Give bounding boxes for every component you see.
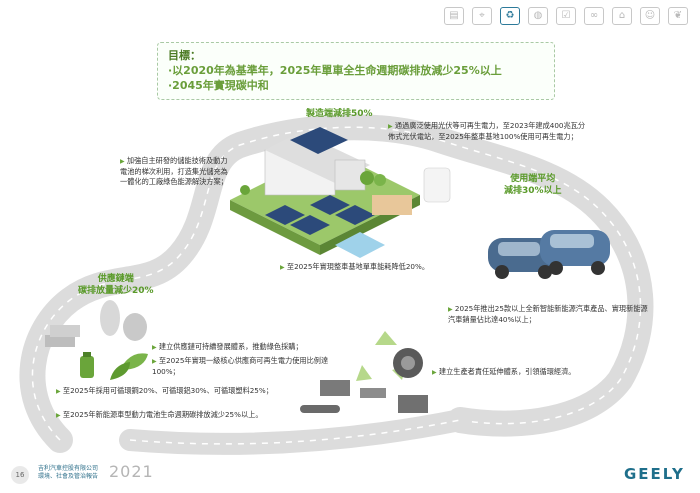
usage-title-line-2: 減排30%以上 xyxy=(504,186,562,196)
bullet-icon: ▶ xyxy=(432,369,437,376)
report-section-nav: ▤ ⌖ ♻ ◍ ☑ ∞ ⌂ ☺ ❦ xyxy=(444,7,688,25)
goal-box: 目標： ·以2020年為基準年，2025年單車全生命週期碳排放減少25%以上 ·… xyxy=(157,42,555,100)
manufacturing-note-3: ▶ 至2025年實現整車基地單車能耗降低20%。 xyxy=(280,262,480,273)
manufacturing-note-1: ▶ 通過廣泛使用光伏等可再生電力，至2023年建成400兆瓦分佈式光伏電站，至2… xyxy=(388,121,588,142)
building-icon[interactable]: ⌂ xyxy=(612,7,632,25)
manufacturing-note-3-text: 至2025年實現整車基地單車能耗降低20%。 xyxy=(286,262,430,271)
supply-note-1: ▶ 建立供應鏈可持續發展體系，推動綠色採購； xyxy=(152,342,352,353)
recycling-parts-illustration xyxy=(300,331,428,413)
brand-logo: GEELY xyxy=(624,465,685,483)
bullet-icon: ▶ xyxy=(280,264,285,271)
usage-note: ▶ 2025年推出25款以上全新智能新能源汽車產品、實現新能源汽車銷量佔比達40… xyxy=(448,304,648,325)
goal-line-1: ·以2020年為基準年，2025年單車全生命週期碳排放減少25%以上 xyxy=(168,64,502,77)
supply-note-1-text: 建立供應鏈可持續發展體系，推動綠色採購； xyxy=(158,342,303,351)
bullet-icon: ▶ xyxy=(120,158,125,165)
recycling-note-text: 建立生產者責任延伸體系，引領循環經濟。 xyxy=(438,367,576,376)
supply-note-3-text: 至2025年採用可循環鋼20%、可循環鋁30%、可循環塑料25%； xyxy=(62,386,273,395)
footer-company-line-1: 吉利汽車控股有限公司 xyxy=(38,465,99,472)
document-icon[interactable]: ▤ xyxy=(444,7,464,25)
bullet-icon: ▶ xyxy=(152,344,157,351)
usage-note-text: 2025年推出25款以上全新智能新能源汽車產品、實現新能源汽車銷量佔比達40%以… xyxy=(448,304,648,324)
globe-icon[interactable]: ◍ xyxy=(528,7,548,25)
recycling-note: ▶ 建立生產者責任延伸體系，引領循環經濟。 xyxy=(432,367,632,378)
goal-line-2: ·2045年實現碳中和 xyxy=(168,79,269,92)
electric-cars-illustration xyxy=(488,230,610,279)
handshake-icon[interactable]: ∞ xyxy=(584,7,604,25)
manufacturing-note-1-text: 通過廣泛使用光伏等可再生電力，至2023年建成400兆瓦分佈式光伏電站，至202… xyxy=(388,121,586,141)
page-number: 16 xyxy=(11,466,29,484)
manufacturing-note-2-text: 加強自主研發的儲能技術及動力電池的梯次利用，打造集光儲充為一體化的工廠綠色能源解… xyxy=(120,156,228,186)
recycle-car-icon[interactable]: ♻ xyxy=(500,7,520,25)
supply-note-4-text: 至2025年新能源車型動力電池生命週期碳排放減少25%以上。 xyxy=(62,410,263,419)
goal-title: 目標： xyxy=(168,49,201,62)
supply-title-line-1: 供應鏈端 xyxy=(97,274,134,284)
supply-note-4: ▶ 至2025年新能源車型動力電池生命週期碳排放減少25%以上。 xyxy=(56,410,268,421)
supply-note-3: ▶ 至2025年採用可循環鋼20%、可循環鋁30%、可循環塑料25%； xyxy=(56,386,282,397)
supply-note-2: ▶ 至2025年實現一級核心供應商可再生電力使用比例達100%； xyxy=(152,356,342,377)
factory-illustration xyxy=(230,127,451,258)
footer-year: 2021 xyxy=(109,462,154,481)
bullet-icon: ▶ xyxy=(56,412,61,419)
footer-company-line-2: 環境、社會及管治報告 xyxy=(38,473,99,480)
leaf-icon[interactable]: ❦ xyxy=(668,7,688,25)
manufacturing-note-2: ▶ 加強自主研發的儲能技術及動力電池的梯次利用，打造集光儲充為一體化的工廠綠色能… xyxy=(120,156,232,187)
manufacturing-title: 製造端減排50% xyxy=(306,109,373,119)
bullet-icon: ▶ xyxy=(388,123,393,130)
bullet-icon: ▶ xyxy=(56,388,61,395)
supply-chain-title: 供應鏈端 碳排放量減少20% xyxy=(78,273,154,297)
supply-note-2-text: 至2025年實現一級核心供應商可再生電力使用比例達100%； xyxy=(152,356,329,376)
bullet-icon: ▶ xyxy=(448,306,453,313)
checklist-icon[interactable]: ☑ xyxy=(556,7,576,25)
supply-title-line-2: 碳排放量減少20% xyxy=(78,286,154,296)
footer-company: 吉利汽車控股有限公司 環境、社會及管治報告 xyxy=(38,465,98,481)
location-icon[interactable]: ⌖ xyxy=(472,7,492,25)
usage-title-line-1: 使用端平均 xyxy=(510,174,556,184)
usage-title: 使用端平均 減排30%以上 xyxy=(504,173,562,197)
raw-materials-illustration xyxy=(45,300,148,380)
bullet-icon: ▶ xyxy=(152,358,157,365)
people-icon[interactable]: ☺ xyxy=(640,7,660,25)
